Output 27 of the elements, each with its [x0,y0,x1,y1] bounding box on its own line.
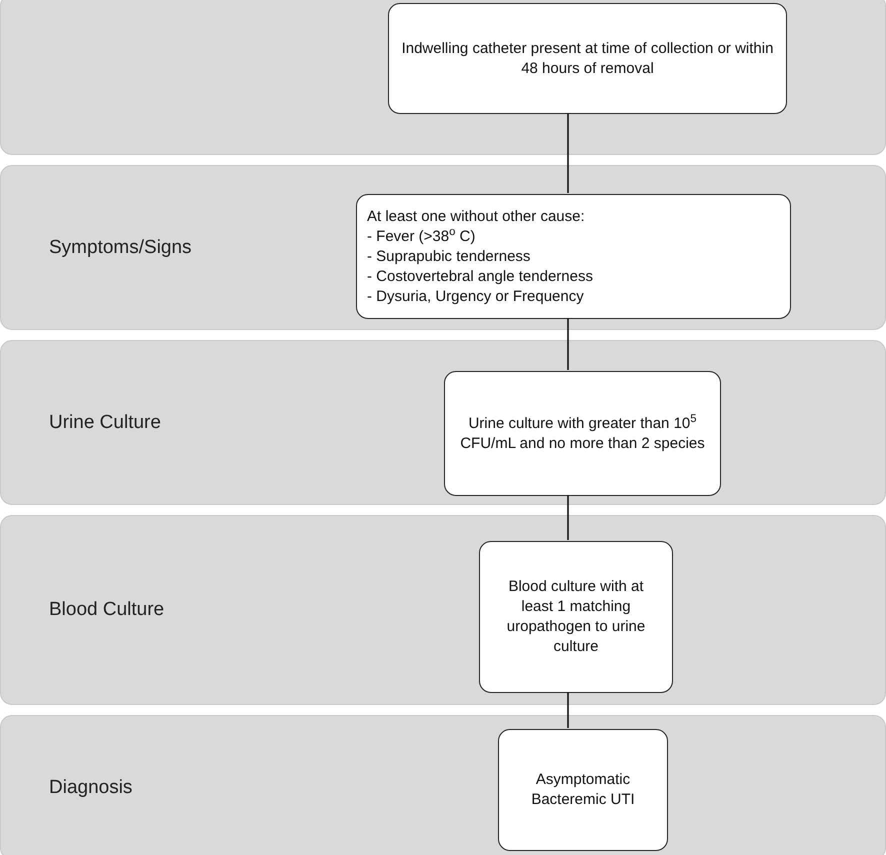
process-box [498,729,668,851]
lane-label: Diagnosis [49,775,132,800]
box-text: Urine culture with greater than 10$^{5}$ CFU/mL and no more than 2 species [459,414,706,454]
list-item: - Costovertebral angle tenderness [367,266,593,286]
lane-band [0,715,886,855]
lane-band [0,340,886,505]
list-item: - Fever (>38$^{o}$ C) [367,226,476,246]
box-text: Blood culture with at least 1 matching uropathogen to urine culture [506,577,646,657]
lane-band [0,165,886,330]
list-item: - Suprapubic tenderness [367,246,530,266]
lane-label: Urine Culture [49,410,161,434]
process-box [479,541,673,693]
connector-line [567,113,569,193]
lane-label: Symptoms/Signs [49,235,192,260]
connector-line [567,318,569,370]
lane-label: Blood Culture [49,598,164,622]
connector-line [567,692,569,728]
process-box [444,371,721,496]
lane-band [0,515,886,705]
list-item: - Dysuria, Urgency or Frequency [367,286,584,306]
lane-band [0,0,886,155]
box-heading: At least one without other cause: [367,206,585,226]
box-text: Indwelling catheter present at time of collection or within 48 hours of removal [401,38,774,78]
process-box [356,194,791,319]
connector-line [567,495,569,540]
box-text: Asymptomatic Bacteremic UTI [530,770,636,810]
process-box [388,3,787,114]
